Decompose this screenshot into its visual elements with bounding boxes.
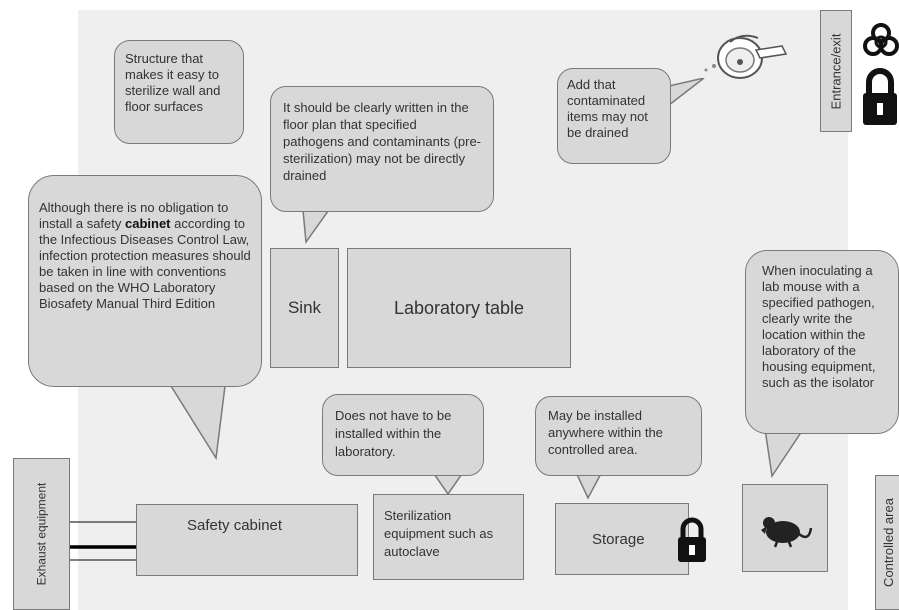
safety-cabinet-box: Safety cabinet — [136, 504, 358, 576]
callout-safety-cabinet: Although there is no obligation to insta… — [28, 175, 262, 387]
biohazard-icon — [863, 23, 899, 56]
callout-wall-floor: Structure that makes it easy to steriliz… — [114, 40, 244, 144]
laboratory-table-box: Laboratory table — [347, 248, 571, 368]
callout-autoclave: Does not have to be installed within the… — [322, 394, 484, 476]
controlled-area-label: Controlled area — [875, 475, 899, 610]
callout-floor-plan: It should be clearly written in the floo… — [270, 86, 494, 212]
sink-box: Sink — [270, 248, 339, 368]
entrance-exit-label: Entrance/exit — [820, 10, 852, 132]
sink-drain-icon — [704, 34, 788, 79]
padlock-icon — [863, 68, 897, 125]
callout-mouse: When inoculating a lab mouse with a spec… — [745, 250, 899, 434]
padlock-icon — [678, 517, 706, 562]
mouse-housing-box — [742, 484, 828, 572]
callout-storage: May be installed anywhere within the con… — [535, 396, 702, 476]
callout-contaminated: Add that contaminated items may not be d… — [557, 68, 671, 164]
mouse-icon — [761, 517, 813, 548]
callout-tail — [660, 78, 705, 113]
callout-tail — [166, 378, 227, 460]
sterilization-equipment-box: Sterilization equipment such as autoclav… — [373, 494, 524, 580]
exhaust-equipment-label: Exhaust equipment — [13, 458, 70, 610]
storage-box: Storage — [555, 503, 689, 575]
callout-tail — [763, 422, 809, 478]
